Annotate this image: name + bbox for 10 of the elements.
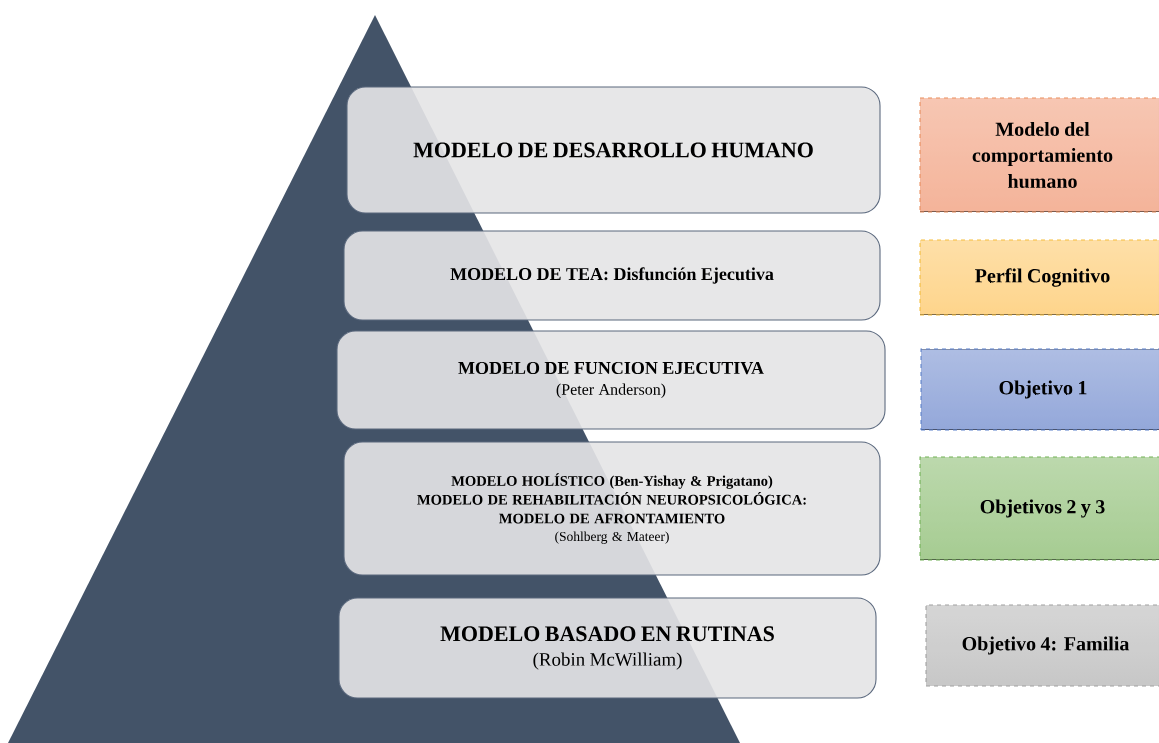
goal-box: Objetivos 2 y 3: [919, 456, 1159, 561]
goal-box: Objetivo 1: [920, 348, 1159, 431]
goal-box: Objetivo 4: Familia: [925, 604, 1159, 687]
goal-box: Perfil Cognitivo: [919, 239, 1159, 316]
model-box: MODELO DE FUNCION EJECUTIVA (Peter Anderson): [336, 330, 886, 430]
model-box: MODELO HOLÍSTICO (Ben-Yishay & Prigatano) MODELO DE REHABILITACIÓN NEUROPSICOLÓGICA: MODELO DE AFRONTAMIENTO (Sohlberg & Mateer): [343, 441, 881, 576]
model-box: MODELO BASADO EN RUTINAS (Robin McWilliam): [338, 597, 877, 699]
model-box: MODELO DE DESARROLLO HUMANO: [346, 86, 881, 214]
goal-box: Modelo del comportamiento humano: [919, 97, 1159, 213]
model-box: MODELO DE TEA: Disfunción Ejecutiva: [343, 230, 881, 321]
